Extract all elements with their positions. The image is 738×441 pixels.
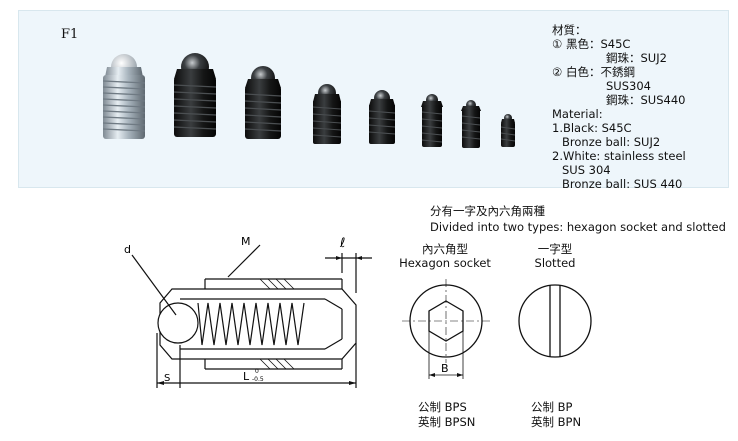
hexagon-title-zh: 內六角型: [422, 242, 468, 256]
screw-black-6: [461, 100, 481, 148]
material-spec-zh: 材質： ① 黑色：S45C 鋼珠：SUJ2 ② 白色：不銹鋼 SUS304 鋼珠…: [552, 23, 685, 107]
dim-L-tol-upper: 0: [255, 368, 259, 375]
dim-s-label: S: [164, 373, 170, 384]
dim-m-label: M: [241, 235, 251, 248]
spec-zh-white-ball: 鋼珠：SUS440: [606, 93, 686, 107]
hexagon-title-en: Hexagon socket: [399, 256, 491, 270]
spec-en-black: 1.Black: S45C: [552, 121, 632, 135]
slotted-code-inch: 英制 BPN: [531, 415, 582, 429]
types-heading-en: Divided into two types: hexagon socket a…: [430, 220, 726, 234]
ball-plunger-photo: [102, 53, 516, 148]
cross-section-drawing: d M ℓ S L 0 -0.5: [124, 235, 372, 388]
slotted-title-zh: 一字型: [537, 242, 573, 256]
spec-en-black-ball: Bronze ball: SUJ2: [562, 135, 661, 149]
hexagon-code-inch: 英制 BPSN: [418, 415, 476, 429]
spec-zh-black: ① 黑色：S45C: [552, 37, 631, 51]
screw-black-2: [244, 66, 282, 139]
dim-b-label: B: [441, 362, 449, 375]
screw-black-3: [312, 84, 342, 144]
spec-zh-white-steel: SUS304: [606, 79, 651, 93]
product-code-label: F1: [61, 27, 79, 42]
hexagon-socket-view: B: [402, 279, 490, 379]
dim-d-label: d: [124, 243, 131, 256]
slotted-code-metric: 公制 BP: [531, 400, 573, 414]
slotted-title-en: Slotted: [534, 256, 576, 270]
hexagon-socket-shape: [428, 300, 464, 342]
dim-L-label: L: [243, 370, 250, 383]
screw-black-1: [173, 53, 217, 137]
screw-black-7: [500, 114, 516, 147]
screw-silver: [102, 54, 146, 139]
spec-en-white-ball: Bronze ball: SUS 440: [562, 177, 683, 191]
slotted-view: [518, 284, 592, 358]
spec-en-title: Material:: [552, 107, 603, 121]
spec-zh-black-ball: 鋼珠：SUJ2: [606, 51, 667, 65]
hexagon-code-metric: 公制 BPS: [418, 400, 467, 414]
material-spec-en: Material: 1.Black: S45C Bronze ball: SUJ…: [552, 107, 686, 191]
types-heading-zh: 分有一字及內六角兩種: [430, 204, 545, 218]
spec-zh-white: ② 白色：不銹鋼: [552, 65, 635, 79]
spec-zh-title: 材質：: [552, 23, 587, 37]
screw-black-5: [421, 94, 443, 147]
dim-l-label: ℓ: [339, 236, 345, 251]
spec-en-white-steel: SUS 304: [562, 163, 611, 177]
screw-black-4: [368, 90, 396, 144]
dim-L-tol-lower: -0.5: [252, 376, 264, 383]
ball: [157, 302, 199, 344]
spec-en-white: 2.White: stainless steel: [552, 149, 686, 163]
spring: [197, 302, 305, 346]
